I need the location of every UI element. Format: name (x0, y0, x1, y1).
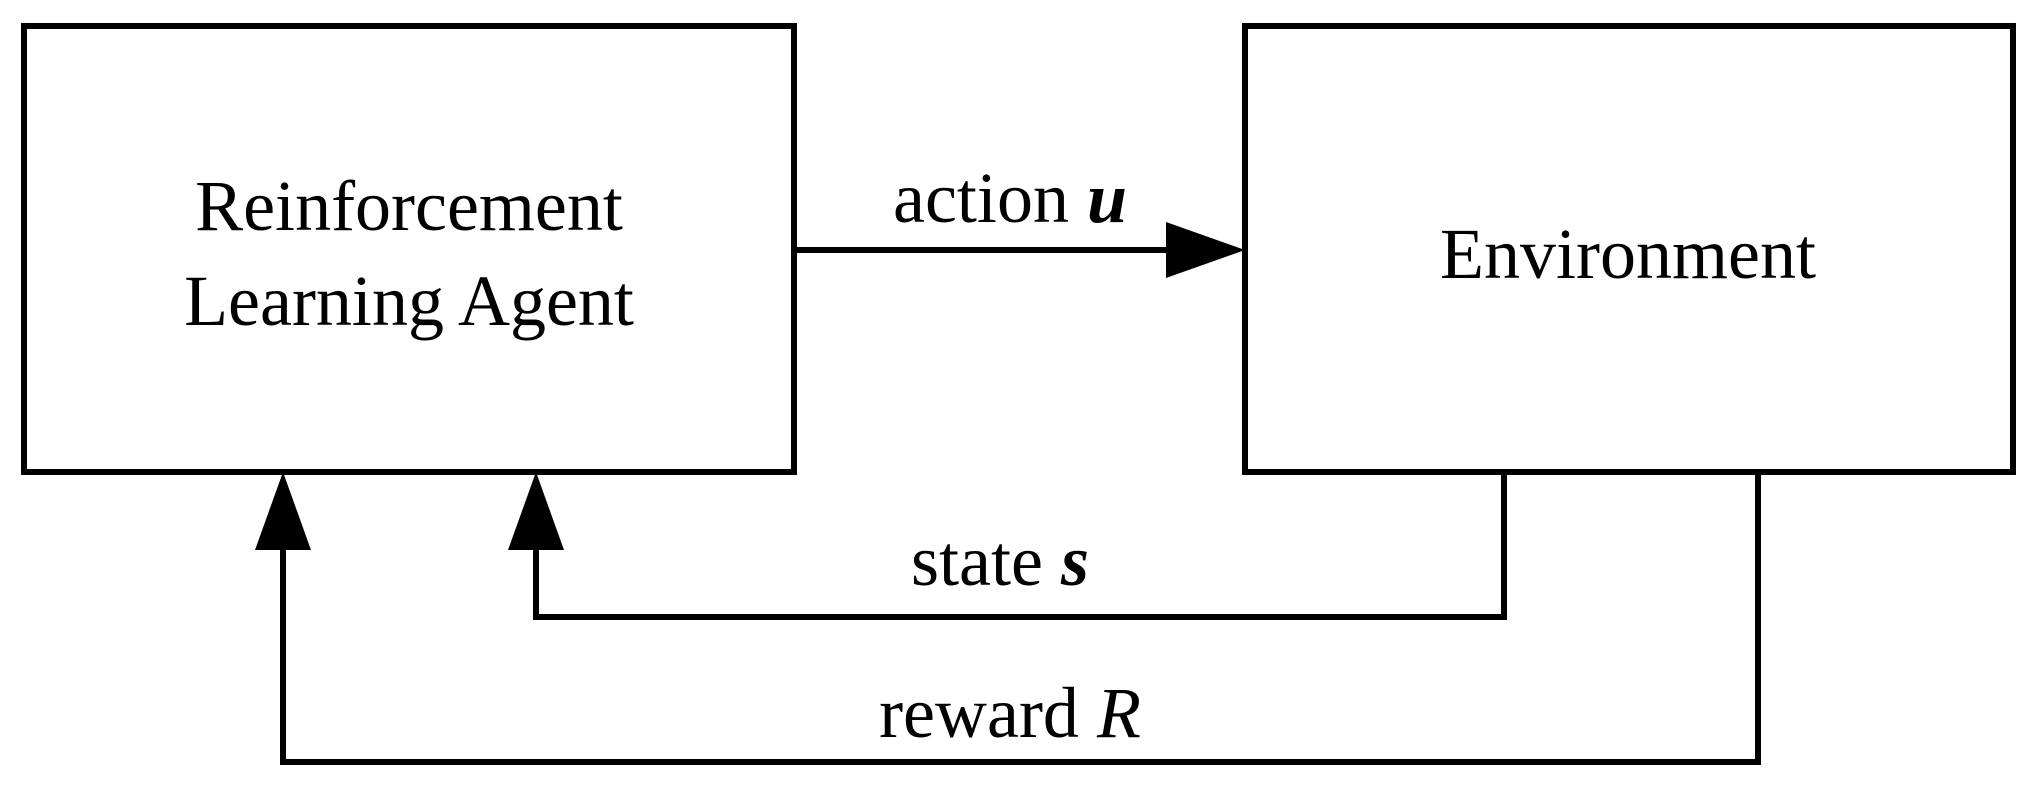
state-arrowhead (508, 472, 564, 550)
state-label-text: state (911, 521, 1061, 601)
agent-box (21, 23, 797, 475)
agent-label-line2: Learning Agent (184, 261, 634, 341)
environment-label: Environment (1440, 214, 1816, 294)
action-arrowhead (1166, 222, 1245, 278)
reward-arrow-line (280, 472, 1761, 765)
agent-label-line1: Reinforcement (195, 166, 623, 246)
reward-symbol: R (1096, 673, 1141, 753)
action-symbol: u (1087, 158, 1127, 238)
state-label: state s (911, 521, 1089, 601)
environment-box (1242, 23, 2016, 475)
state-arrow-line (533, 472, 1507, 620)
action-label: action u (893, 158, 1127, 238)
action-label-text: action (893, 158, 1087, 238)
reward-label: reward R (879, 673, 1141, 753)
state-symbol: s (1060, 521, 1089, 601)
reward-arrowhead (255, 472, 311, 550)
reward-label-text: reward (879, 673, 1097, 753)
